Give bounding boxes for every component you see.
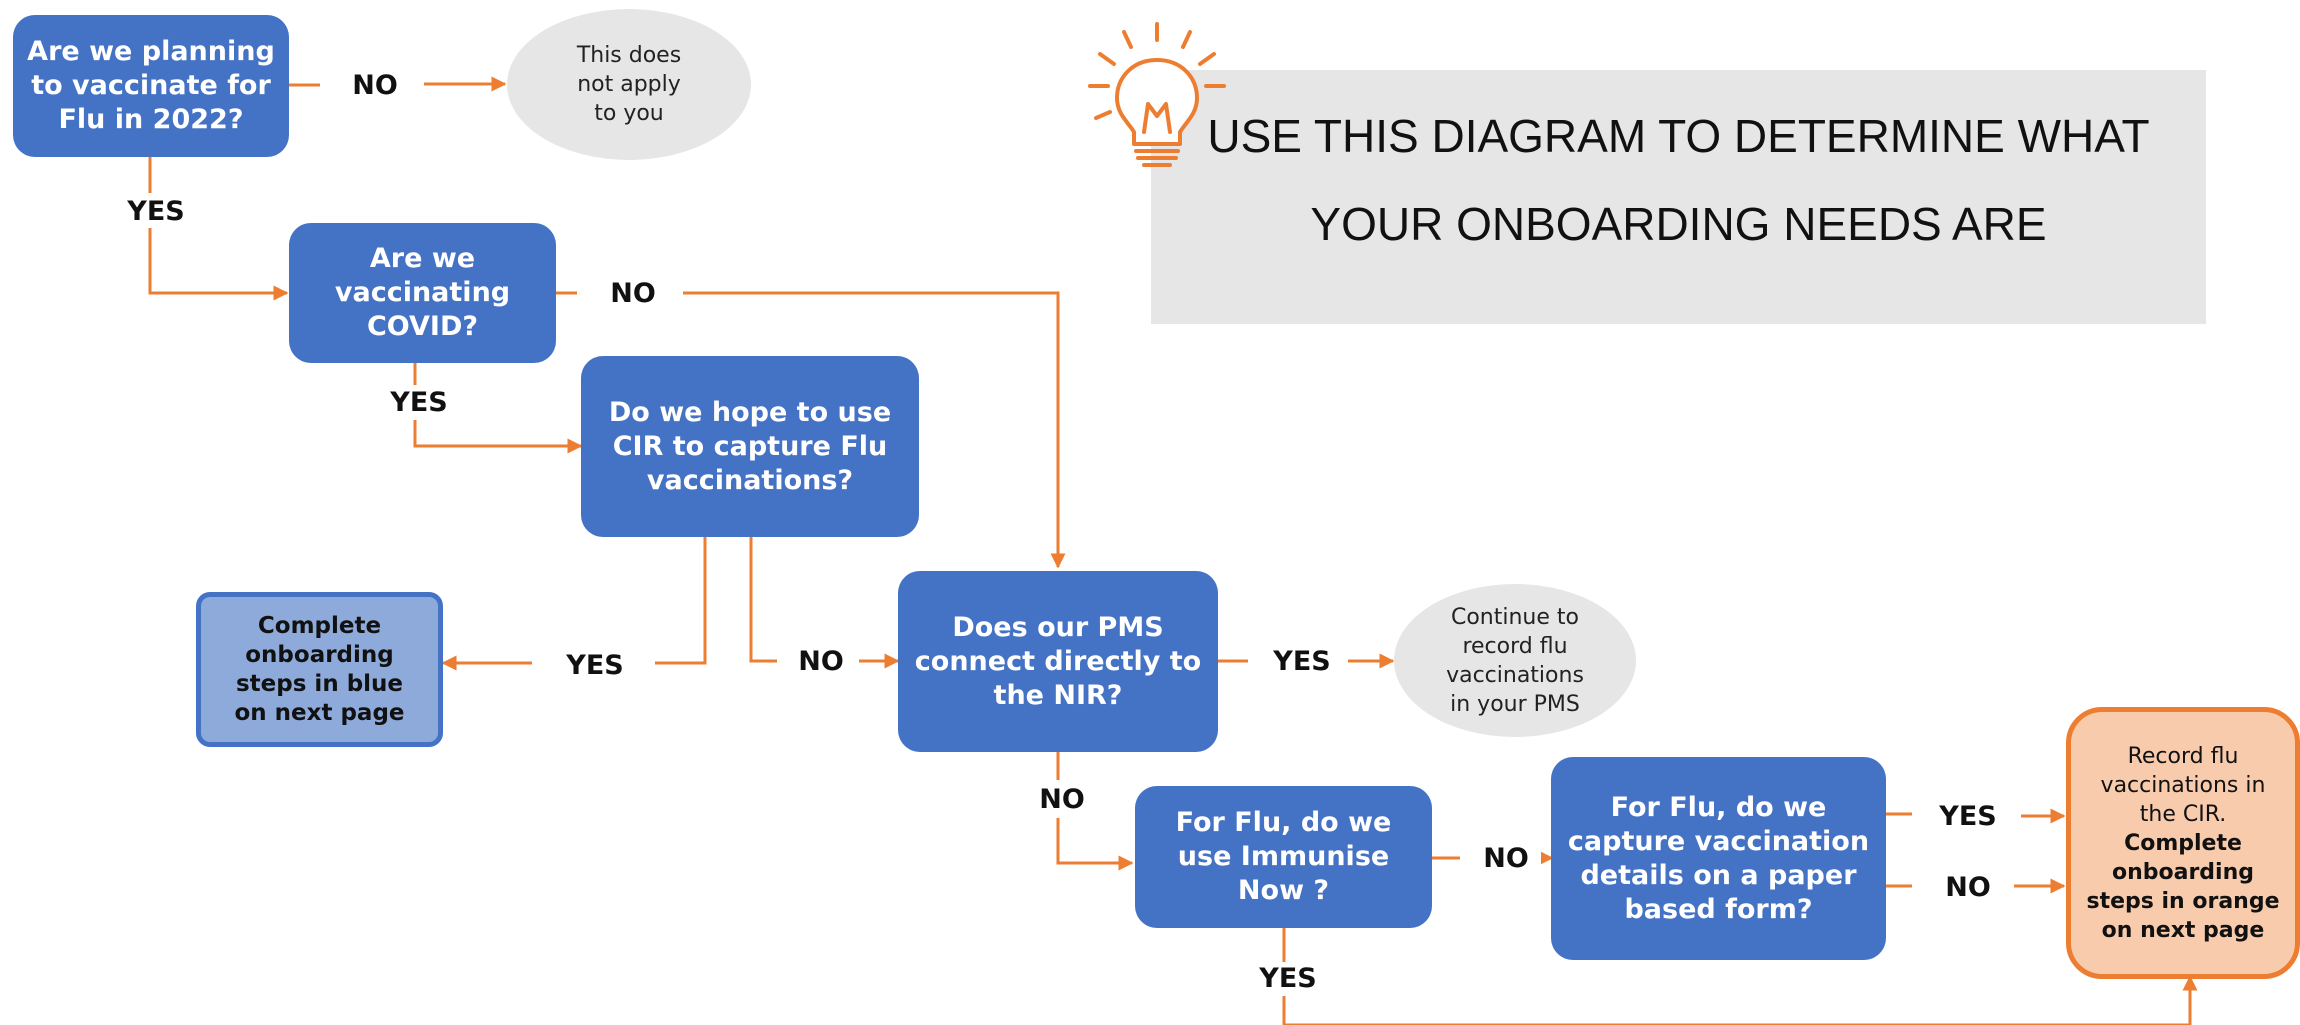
label-covid-yes: YES <box>381 389 457 416</box>
question-paper-form: For Flu, do we capture vaccination detai… <box>1551 757 1886 960</box>
result-blue-steps: Complete onboarding steps in blue on nex… <box>196 592 443 747</box>
instruction-banner <box>1151 70 2206 324</box>
label-immunise-no: NO <box>1471 845 1541 872</box>
connector-cir-yes <box>655 537 707 665</box>
label-cir-no: NO <box>786 648 856 675</box>
label-paper-no: NO <box>1933 874 2003 901</box>
banner-line-1: USE THIS DIAGRAM TO DETERMINE WHAT <box>1207 110 2150 162</box>
question-immunise-now: For Flu, do we use Immunise Now ? <box>1135 786 1432 928</box>
connector-immunise-yes-arrow <box>1282 975 2198 1025</box>
label-pms-no: NO <box>1027 786 1097 813</box>
connector-flu-yes-arrow <box>148 228 289 301</box>
banner-line-2: YOUR ONBOARDING NEEDS ARE <box>1310 198 2047 250</box>
instruction-banner-text: USE THIS DIAGRAM TO DETERMINE WHAT YOUR … <box>1151 92 2206 268</box>
result-continue-pms: Continue to record flu vaccinations in y… <box>1394 584 1636 737</box>
result-orange-text: Record flu vaccinations in the CIR. <box>2100 743 2266 827</box>
question-covid: Are we vaccinating COVID? <box>289 223 556 363</box>
label-flu-no: NO <box>342 72 408 99</box>
result-orange-bold: Complete onboarding steps in orange on n… <box>2086 830 2280 943</box>
result-orange-steps: Record flu vaccinations in the CIR. Comp… <box>2066 707 2300 979</box>
question-flu-2022: Are we planning to vaccinate for Flu in … <box>13 15 289 157</box>
connector-covid-yes-arrow <box>413 420 583 454</box>
connector-pms-no-arrow <box>1056 818 1134 871</box>
label-cir-yes: YES <box>557 652 633 679</box>
lightbulb-icon <box>1088 22 1226 167</box>
label-flu-yes: YES <box>120 198 192 225</box>
label-covid-no: NO <box>598 280 668 307</box>
label-immunise-yes: YES <box>1249 965 1327 992</box>
result-not-apply: This does not apply to you <box>507 9 751 160</box>
label-pms-yes: YES <box>1264 648 1340 675</box>
question-pms-nir: Does our PMS connect directly to the NIR… <box>898 571 1218 752</box>
question-cir-flu: Do we hope to use CIR to capture Flu vac… <box>581 356 919 537</box>
connector-cir-no <box>749 537 777 663</box>
label-paper-yes: YES <box>1930 803 2006 830</box>
